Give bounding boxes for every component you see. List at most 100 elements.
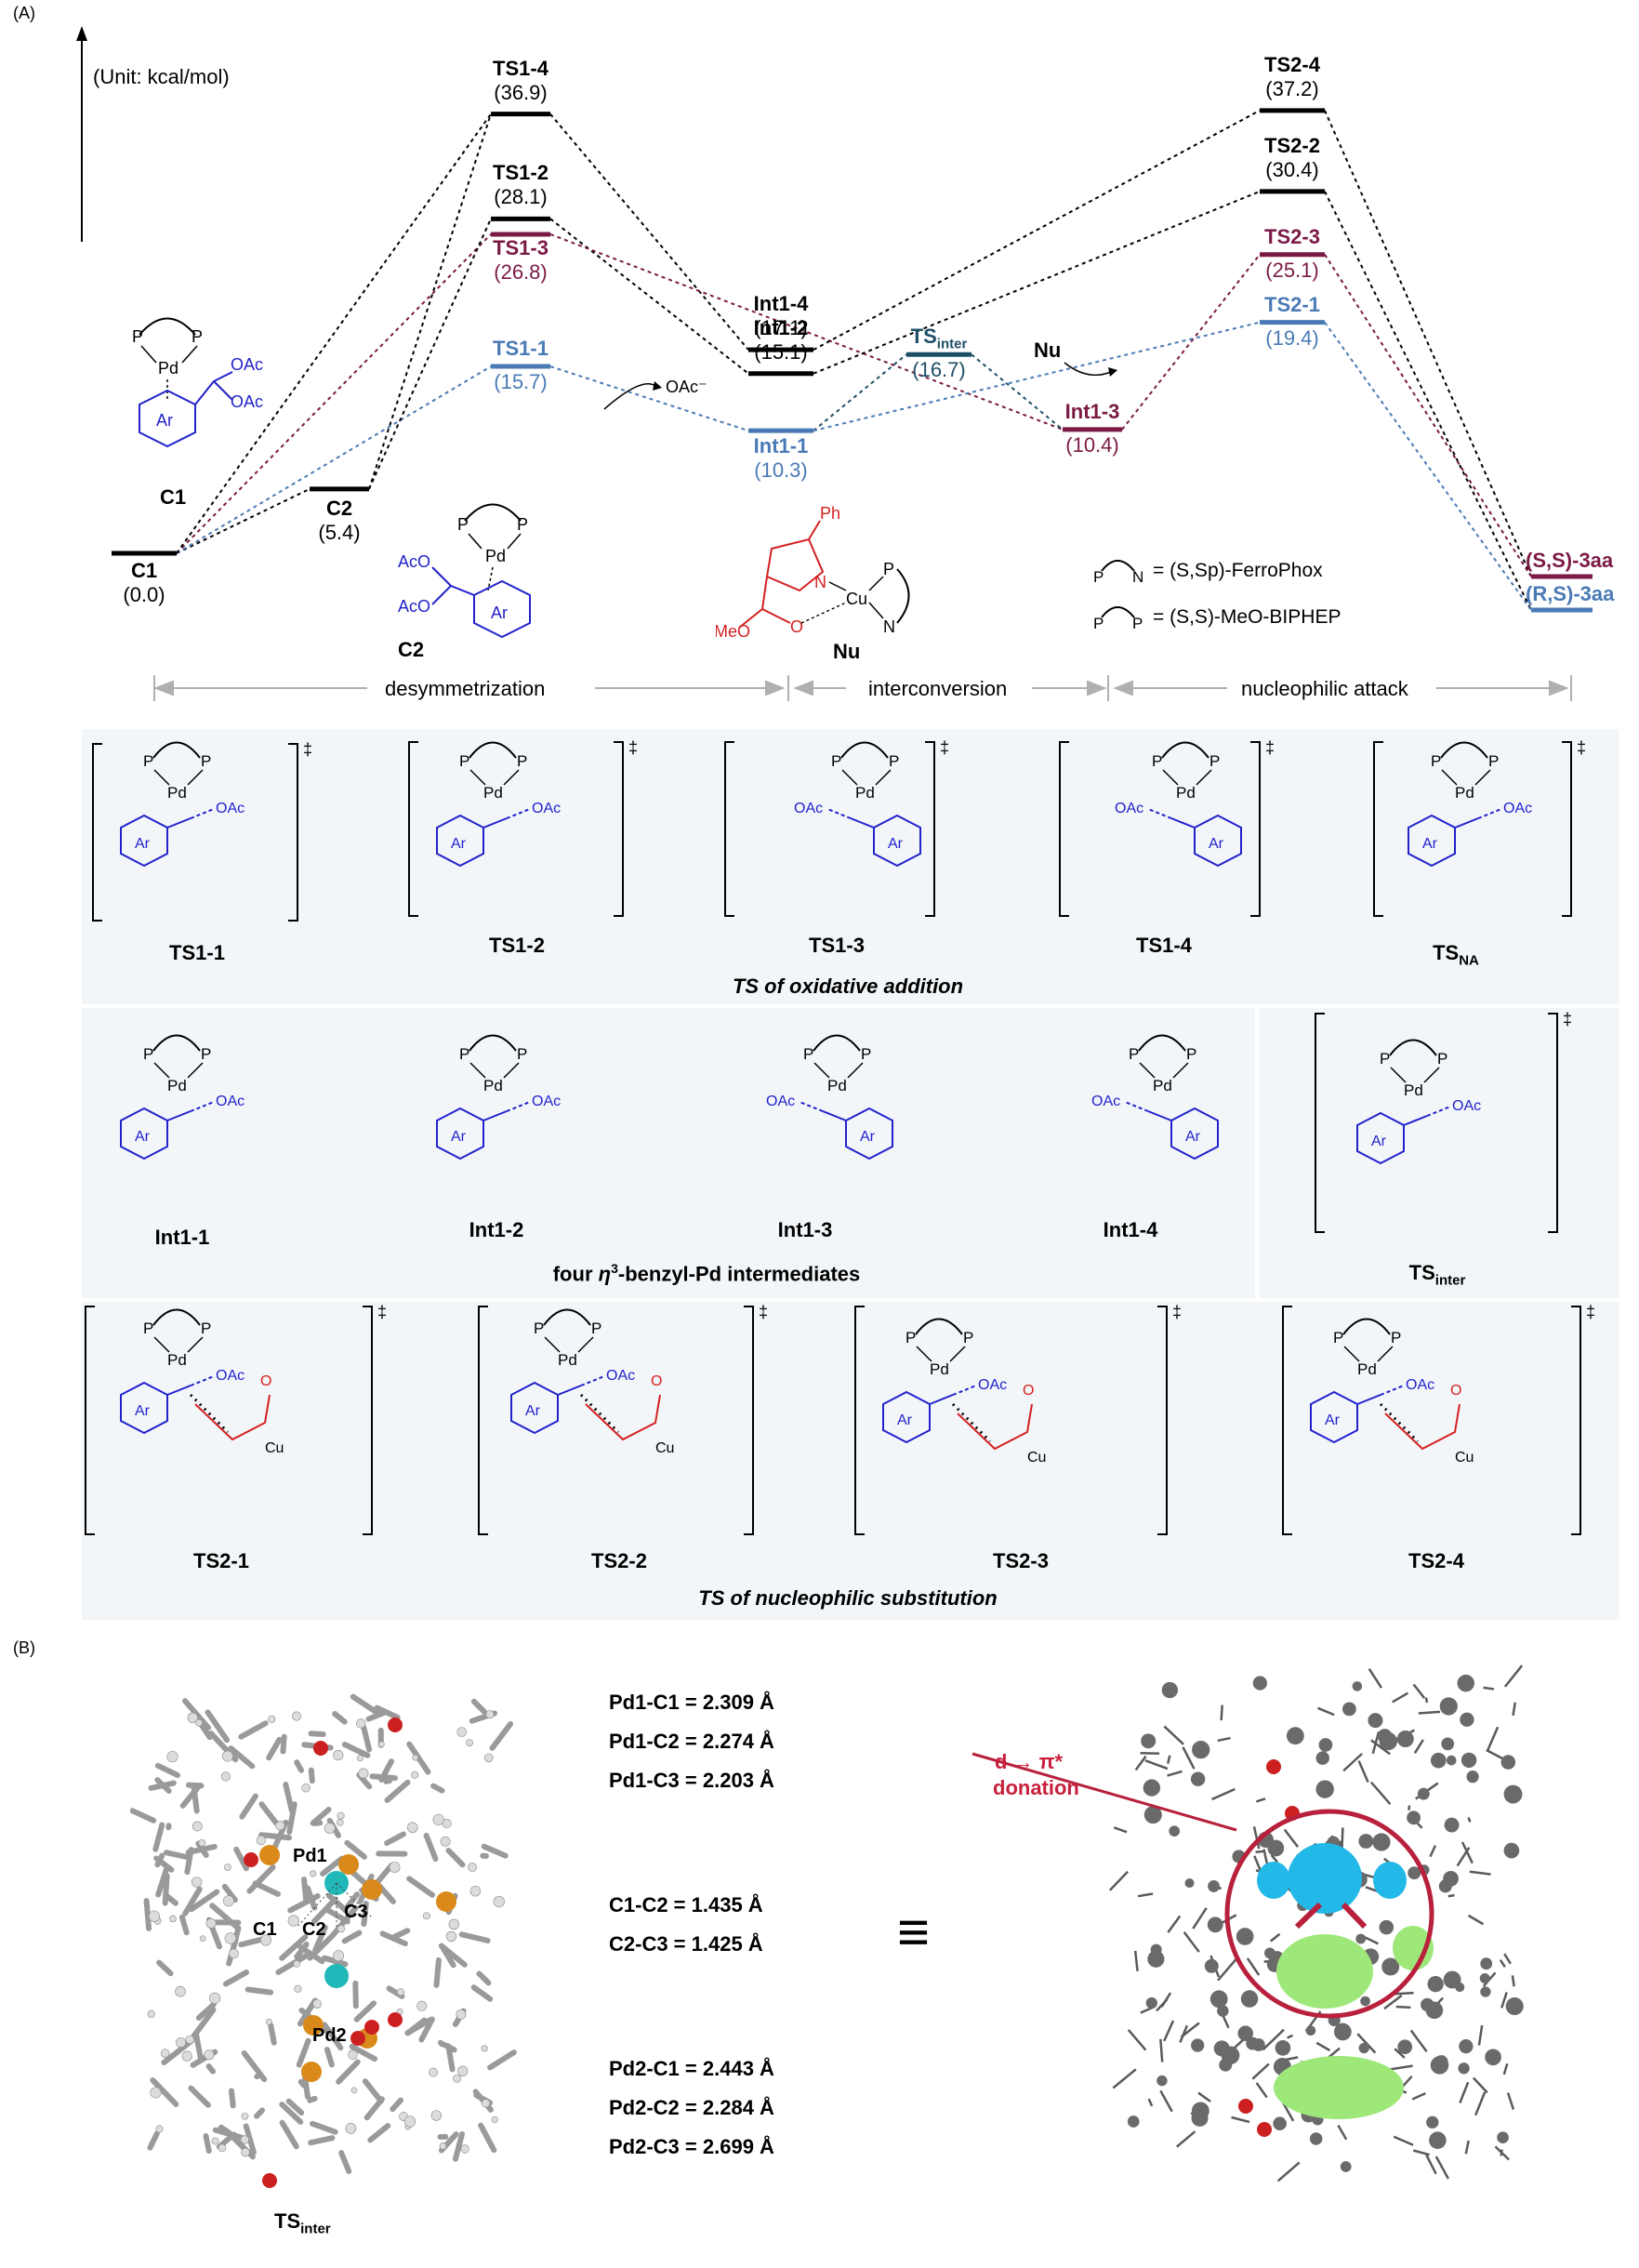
connector-ts2-4-ss3aa [1324, 110, 1532, 577]
svg-text:P: P [192, 327, 203, 346]
svg-text:OAc: OAc [766, 1094, 795, 1109]
int-caption-post: -benzyl-Pd intermediates [617, 1262, 861, 1286]
svg-text:P: P [1186, 1045, 1196, 1063]
svg-text:P: P [143, 1320, 153, 1337]
svg-text:Ar: Ar [1325, 1413, 1341, 1428]
c2-structure-label: C2 [398, 638, 425, 661]
stage-desymmetrization: desymmetrization [385, 677, 546, 700]
svg-text:Pd: Pd [1455, 784, 1474, 802]
svg-text:Pd: Pd [827, 1077, 847, 1094]
svg-text:P: P [517, 1045, 527, 1063]
connector-int1-1-tsinter [813, 353, 907, 431]
level-value-c2: (5.4) [318, 520, 361, 544]
ts-oxidative-label-1: TS1-1 [169, 941, 225, 964]
dist-c1-c2: C1-C2 = 1.435 Å [609, 1893, 763, 1917]
connector-c1-c2 [176, 487, 311, 554]
atom-label-c3: C3 [344, 1902, 368, 1922]
ts-nuc-label-3: TS2-3 [993, 1549, 1049, 1572]
svg-text:OAc: OAc [1091, 1094, 1120, 1109]
svg-text:OAc: OAc [606, 1368, 635, 1384]
ts-nuc-label-2: TS2-2 [591, 1549, 647, 1572]
svg-text:AcO: AcO [398, 597, 430, 616]
ts-nuc-label-4: TS2-4 [1408, 1549, 1464, 1572]
connector-ts2-1-rs3aa [1324, 322, 1532, 611]
svg-text:P: P [1333, 1329, 1343, 1346]
dist-pd2-c2: Pd2-C2 = 2.284 Å [609, 2096, 774, 2119]
svg-text:P: P [1152, 752, 1162, 770]
dist-pd1-c1: Pd1-C1 = 2.309 Å [609, 1691, 774, 1714]
oac-minus-label: OAc⁻ [666, 378, 707, 396]
nu-structure: Ph N MeO O Cu P N [716, 504, 910, 641]
ts-oxidative-label-5: TSNA [1433, 941, 1479, 969]
svg-text:P: P [143, 1045, 153, 1063]
svg-text:‡: ‡ [940, 738, 949, 757]
tsinter-molecule-model [130, 1693, 517, 2188]
equivalence-symbol: ≡ [897, 1901, 931, 1963]
svg-text:Cu: Cu [1455, 1450, 1474, 1466]
svg-text:O: O [1023, 1383, 1034, 1399]
bracket-tsna: ‡ [1373, 738, 1586, 917]
level-value-int1-3: (10.4) [1065, 432, 1119, 457]
svg-text:P: P [201, 752, 211, 770]
nci-plot [972, 1665, 1524, 2182]
level-name-tsinter: TSinter [910, 325, 968, 352]
nu-attack-arrow [1064, 362, 1112, 377]
svg-text:Pd: Pd [1176, 784, 1196, 802]
svg-text:Cu: Cu [846, 590, 867, 608]
svg-text:OAc: OAc [532, 801, 561, 816]
dist-pd2-c3: Pd2-C3 = 2.699 Å [609, 2135, 774, 2158]
connector-ts1-4-int1-4 [549, 113, 749, 351]
svg-text:OAc: OAc [978, 1377, 1007, 1393]
connector-ts2-3-ss3aa [1324, 254, 1532, 577]
svg-text:P: P [1209, 752, 1220, 770]
svg-text:AcO: AcO [398, 552, 430, 571]
svg-text:P: P [459, 1045, 469, 1063]
svg-text:‡: ‡ [1265, 738, 1275, 757]
connector-ts1-3-int1-3 [549, 233, 1064, 431]
svg-text:O: O [1450, 1383, 1461, 1399]
level-value-ts2-2: (30.4) [1265, 157, 1319, 181]
ts-nucleophilic-panel [82, 1302, 1619, 1620]
svg-text:Ar: Ar [525, 1403, 541, 1419]
svg-text:OAc: OAc [1452, 1098, 1481, 1114]
svg-text:O: O [260, 1373, 271, 1389]
svg-text:OAc: OAc [231, 355, 263, 374]
svg-text:P: P [1391, 1329, 1401, 1346]
svg-text:Pd: Pd [483, 784, 503, 802]
level-name-ts1-2: TS1-2 [493, 161, 549, 185]
bracket-ts1-1: ‡ [92, 740, 312, 922]
level-value-ts1-4: (36.9) [494, 80, 548, 104]
svg-text:Pd: Pd [1153, 1077, 1172, 1094]
svg-text:Ar: Ar [451, 1129, 467, 1145]
svg-text:Ar: Ar [156, 411, 173, 430]
dist-pd1-c2: Pd1-C2 = 2.274 Å [609, 1730, 774, 1753]
int-label-2: Int1-2 [469, 1218, 524, 1241]
svg-text:Ar: Ar [897, 1413, 913, 1428]
bracket-ts1-4: ‡ [1059, 738, 1275, 917]
svg-text:P: P [831, 752, 841, 770]
svg-text:OAc: OAc [231, 392, 263, 411]
svg-text:O: O [790, 617, 803, 636]
level-value-ts1-3: (26.8) [494, 259, 548, 284]
dist-pd2-c1: Pd2-C1 = 2.443 Å [609, 2057, 774, 2080]
c1-structure-label: C1 [160, 485, 187, 509]
svg-text:Ar: Ar [135, 1403, 151, 1419]
svg-text:O: O [651, 1373, 662, 1389]
svg-text:OAc: OAc [1503, 801, 1532, 816]
connector-c1-ts1-3 [176, 233, 492, 554]
svg-text:P: P [132, 327, 143, 346]
level-value-ts2-1: (19.4) [1265, 325, 1319, 350]
level-name-rs3aa: (R,S)-3aa [1526, 582, 1615, 605]
ts-nucleophilic-caption: TS of nucleophilic substitution [698, 1586, 998, 1610]
connector-ts1-1-int1-1 [549, 365, 749, 432]
svg-text:OAc: OAc [1406, 1377, 1434, 1393]
svg-text:Ar: Ar [1185, 1129, 1201, 1145]
svg-text:‡: ‡ [1577, 738, 1586, 757]
svg-text:‡: ‡ [1586, 1303, 1595, 1321]
svg-text:Pd: Pd [558, 1351, 577, 1369]
connector-int1-2-ts2-2 [813, 190, 1261, 375]
